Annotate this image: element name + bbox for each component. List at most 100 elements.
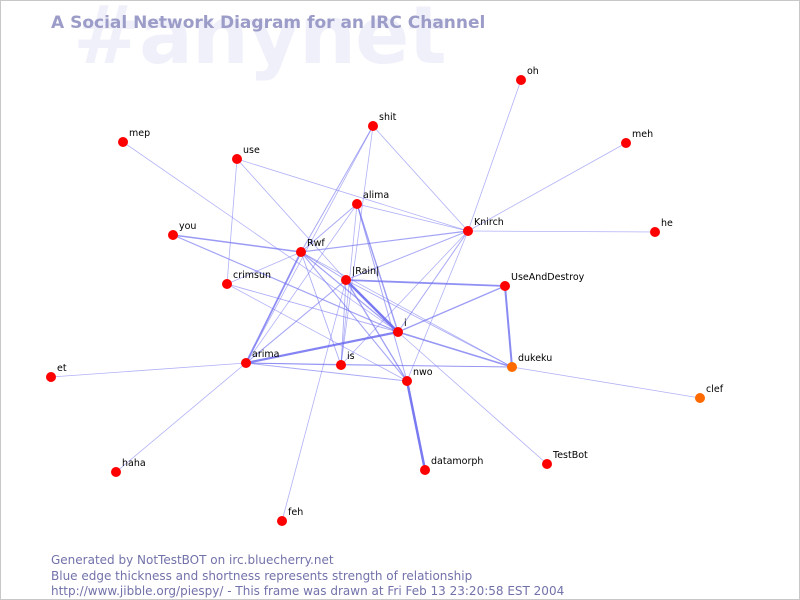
node-label: feh bbox=[288, 507, 303, 518]
edge-rwf-arima bbox=[245, 251, 302, 364]
edge-knirch-he bbox=[467, 230, 656, 233]
node-label: datamorph bbox=[431, 456, 483, 467]
edge-shit-rwf bbox=[300, 125, 374, 253]
edge-knirch-is bbox=[340, 230, 469, 366]
edge-rain-dukeku bbox=[345, 279, 513, 368]
node-dot bbox=[241, 358, 251, 368]
node-label: i bbox=[404, 318, 407, 329]
edge-knirch-i bbox=[397, 230, 469, 333]
node-oh: oh bbox=[516, 66, 539, 85]
edge-alima-is bbox=[340, 203, 358, 366]
edge-rain-useanddestroy bbox=[345, 279, 506, 287]
node-useanddestroy: UseAndDestroy bbox=[500, 272, 585, 291]
node-dot bbox=[500, 281, 510, 291]
edge-knirch-rain bbox=[345, 230, 469, 281]
node-et: et bbox=[46, 363, 67, 382]
node-label: |Rain| bbox=[352, 266, 379, 277]
footer-generated-by: Generated by NotTestBOT on irc.bluecherr… bbox=[51, 553, 334, 567]
node-dot bbox=[542, 459, 552, 469]
node-label: he bbox=[661, 218, 673, 229]
node-dot bbox=[695, 393, 705, 403]
footer-legend-note: Blue edge thickness and shortness repres… bbox=[51, 568, 473, 583]
edge-use-crimsun bbox=[226, 158, 238, 285]
edge-arima-nwo bbox=[245, 362, 408, 382]
edge-is-rain bbox=[340, 279, 347, 366]
edge-knirch-oh bbox=[467, 79, 522, 232]
node-label: et bbox=[57, 363, 67, 374]
node-dot bbox=[111, 467, 121, 477]
node-alima: alima bbox=[352, 190, 389, 209]
footer: Generated by NotTestBOT on irc.bluecherr… bbox=[51, 553, 565, 599]
edge-alima-rwf bbox=[300, 203, 358, 253]
edge-i-useanddestroy bbox=[397, 285, 506, 333]
edge-layer bbox=[50, 79, 701, 522]
node-dot bbox=[402, 376, 412, 386]
edge-knirch-nwo bbox=[406, 230, 469, 382]
edge-rwf-nwo bbox=[300, 251, 408, 382]
edge-shit-arima bbox=[245, 125, 374, 364]
edge-mep-i bbox=[122, 141, 399, 333]
edge-rwf-knirch bbox=[300, 230, 469, 253]
node-arima: arima bbox=[241, 349, 279, 368]
node-label: haha bbox=[122, 458, 146, 469]
node-dot bbox=[650, 227, 660, 237]
edge-rwf-is bbox=[300, 251, 342, 366]
edge-nwo-datamorph bbox=[405, 379, 427, 472]
node-dot bbox=[420, 465, 430, 475]
node-dukeku: dukeku bbox=[507, 353, 552, 372]
edge-arima-i bbox=[244, 330, 400, 365]
node-dot bbox=[168, 230, 178, 240]
channel-watermark: #anynet bbox=[73, 0, 447, 82]
node-testbot: TestBot bbox=[542, 450, 588, 469]
node-dot bbox=[393, 327, 403, 337]
node-dot bbox=[368, 121, 378, 131]
node-dot bbox=[352, 199, 362, 209]
node-shit: shit bbox=[368, 112, 397, 131]
node-label: dukeku bbox=[518, 353, 552, 364]
node-dot bbox=[507, 362, 517, 372]
node-dot bbox=[516, 75, 526, 85]
node-crimsun: crimsun bbox=[222, 270, 271, 289]
node-mep: mep bbox=[118, 128, 150, 147]
edge-rwf-dukeku bbox=[300, 251, 513, 368]
node-dot bbox=[463, 226, 473, 236]
node-label: UseAndDestroy bbox=[511, 272, 585, 283]
edge-dukeku-clef bbox=[511, 366, 701, 399]
edge-use-rain bbox=[236, 158, 347, 281]
node-label: Rwf bbox=[307, 238, 325, 249]
edge-crimsun-i bbox=[226, 283, 399, 333]
edge-alima-knirch bbox=[356, 203, 469, 232]
edge-alima-i bbox=[356, 203, 399, 333]
node-dot bbox=[118, 137, 128, 147]
edge-et-arima bbox=[50, 362, 247, 378]
node-label: oh bbox=[527, 66, 539, 77]
edge-you-i bbox=[172, 234, 399, 333]
footer-url-timestamp: http://www.jibble.org/piespy/ - This fra… bbox=[51, 584, 565, 598]
node-label: is bbox=[347, 351, 355, 362]
node-dot bbox=[336, 360, 346, 370]
edge-knirch-meh bbox=[467, 142, 627, 232]
node-you: you bbox=[168, 221, 196, 240]
node-rwf: Rwf bbox=[296, 238, 325, 257]
edge-shit-is bbox=[340, 125, 374, 366]
edge-you-rwf bbox=[172, 234, 302, 253]
node-dot bbox=[277, 516, 287, 526]
node-clef: clef bbox=[695, 384, 724, 403]
node-label: nwo bbox=[413, 367, 433, 378]
edge-haha-arima bbox=[115, 362, 247, 473]
node-rain: |Rain| bbox=[341, 266, 379, 285]
node-label: mep bbox=[129, 128, 150, 139]
node-knirch: Knirch bbox=[463, 217, 504, 236]
node-label: arima bbox=[252, 349, 279, 360]
node-label: alima bbox=[363, 190, 389, 201]
node-dot bbox=[621, 138, 631, 148]
edge-use-knirch bbox=[236, 158, 469, 232]
node-i: i bbox=[393, 318, 407, 337]
edge-rwf-rain bbox=[300, 251, 347, 281]
edge-rain-i bbox=[344, 278, 400, 334]
edge-rwf-i bbox=[300, 251, 399, 333]
node-dot bbox=[296, 247, 306, 257]
